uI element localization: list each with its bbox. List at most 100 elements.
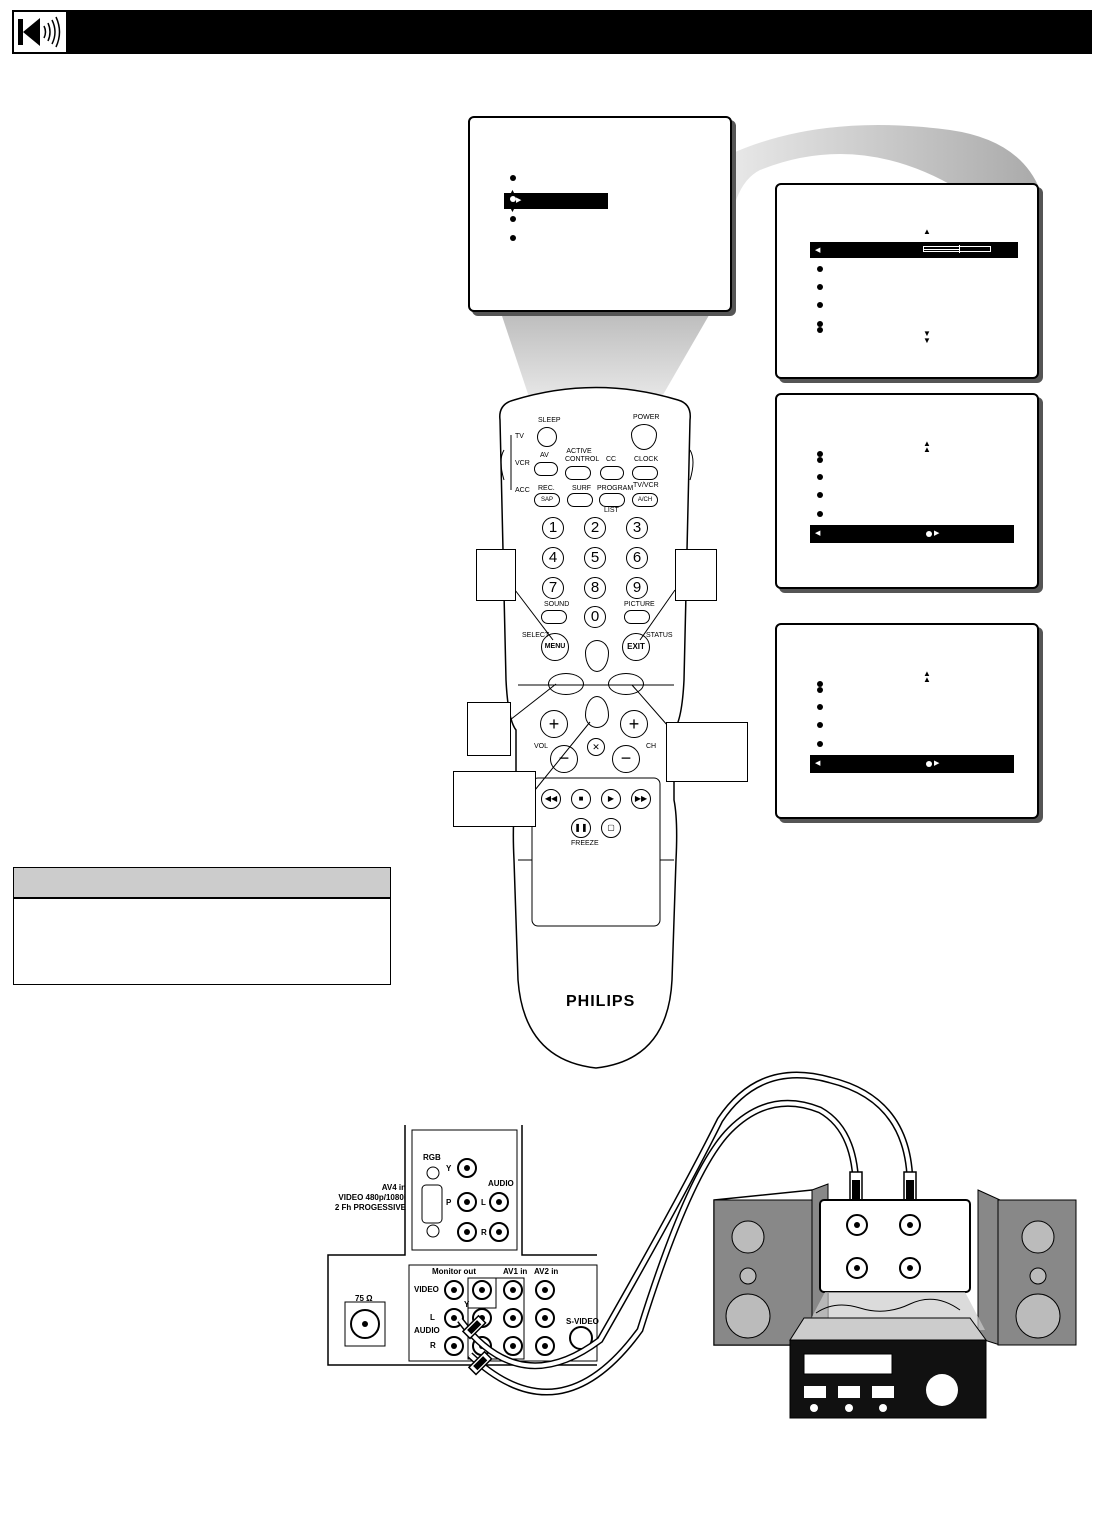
select-label: SELECT <box>522 632 550 639</box>
speaker-icon <box>12 10 68 54</box>
fast-forward-icon[interactable]: ▶▶ <box>631 789 651 809</box>
ach-button[interactable]: A/CH <box>632 493 658 507</box>
menu-bullet <box>926 531 932 537</box>
sound-menu-screen-3: ▲ ▲ ◀ ▶ <box>775 623 1039 819</box>
freeze-label: FREEZE <box>571 840 599 847</box>
surf-button[interactable] <box>567 493 593 507</box>
menu-bullet <box>510 216 516 222</box>
cc-label: CC <box>606 456 617 463</box>
av4-progressive-label: 2 Fh PROGESSIVE <box>334 1203 406 1212</box>
mode-label-tv: TV <box>515 433 524 440</box>
exit-button[interactable]: EXIT <box>622 633 650 661</box>
volume-up-button[interactable]: + <box>540 710 568 738</box>
av4-label: AV4 in <box>381 1183 406 1192</box>
picture-label: PICTURE <box>624 601 655 608</box>
stop-icon[interactable]: ■ <box>571 789 591 809</box>
callout-box-menu <box>476 549 516 601</box>
channel-up-button[interactable]: + <box>620 710 648 738</box>
picture-button[interactable] <box>624 610 650 624</box>
menu-bullet <box>510 235 516 241</box>
note-box-header <box>13 867 391 899</box>
av4-label-block: AV4 in VIDEO 480p/1080i 2 Fh PROGESSIVE <box>328 1183 406 1213</box>
clock-button[interactable] <box>632 466 658 480</box>
digit-9-button[interactable]: 9 <box>626 577 648 599</box>
callout-box-right <box>666 722 748 782</box>
cc-button[interactable] <box>600 466 624 480</box>
clock-label: CLOCK <box>634 456 659 463</box>
right-arrow-icon: ▶ <box>934 530 940 537</box>
menu-bullet <box>817 492 823 498</box>
audio-label: AUDIO <box>488 1179 514 1188</box>
menu-highlight-bar <box>810 755 1014 773</box>
sleep-button[interactable] <box>537 427 557 447</box>
menu-highlight-bar <box>810 525 1014 543</box>
menu-highlight-bar <box>504 193 608 209</box>
menu-bullet <box>817 266 823 272</box>
digit-2-button[interactable]: 2 <box>584 517 606 539</box>
mute-icon[interactable]: ✕ <box>587 738 605 756</box>
av1-label: AV1 in <box>503 1267 528 1276</box>
digit-4-button[interactable]: 4 <box>542 547 564 569</box>
rewind-icon[interactable]: ◀◀ <box>541 789 561 809</box>
y-label: Y <box>446 1164 452 1173</box>
right-arrow-icon: ▶ <box>516 197 522 204</box>
menu-bullet <box>817 722 823 728</box>
up-arrow-icon: ▲ <box>509 189 516 196</box>
sound-menu-screen-1: ▲ ◀ ▼ ▼ <box>775 183 1039 379</box>
cursor-left-button[interactable] <box>548 673 584 695</box>
volume-down-button[interactable]: − <box>550 745 578 773</box>
callout-box-left <box>467 702 511 756</box>
active-control-button[interactable] <box>565 466 591 480</box>
channel-down-button[interactable]: − <box>612 745 640 773</box>
down-arrow-icon: ▼ <box>923 329 931 338</box>
play-icon[interactable]: ▶ <box>601 789 621 809</box>
digit-8-button[interactable]: 8 <box>584 577 606 599</box>
menu-bullet <box>817 511 823 517</box>
digit-6-button[interactable]: 6 <box>626 547 648 569</box>
digit-1-button[interactable]: 1 <box>542 517 564 539</box>
left-arrow-icon: ◀ <box>815 247 821 254</box>
program-label: PROGRAM <box>597 485 634 492</box>
pause-icon[interactable]: ❚❚ <box>571 818 591 838</box>
sap-button[interactable]: SAP <box>534 493 560 507</box>
level-slider <box>923 245 991 253</box>
menu-bullet <box>817 704 823 710</box>
video-label: VIDEO <box>414 1285 439 1294</box>
sound-button[interactable] <box>541 610 567 624</box>
main-menu-screen: ▲ ▶ ▼ <box>468 116 732 312</box>
audio2-label: AUDIO <box>414 1326 440 1335</box>
program-list-button[interactable] <box>599 493 625 507</box>
digit-7-button[interactable]: 7 <box>542 577 564 599</box>
power-button[interactable] <box>631 424 657 450</box>
up-arrow-icon: ▲ <box>923 227 931 236</box>
monitor-out-label: Monitor out <box>432 1267 476 1276</box>
menu-bullet <box>510 196 516 202</box>
power-label: POWER <box>633 414 660 421</box>
cursor-right-button[interactable] <box>608 673 644 695</box>
up-arrow-icon: ▲ <box>923 675 931 684</box>
stereo-system <box>713 1183 1077 1419</box>
menu-bullet <box>817 321 823 327</box>
menu-bullet <box>817 687 823 693</box>
surf-label: SURF <box>572 485 592 492</box>
l-label: L <box>481 1198 486 1207</box>
list-label: LIST <box>604 507 619 514</box>
up-arrow-icon: ▲ <box>923 669 931 678</box>
up-arrow-icon: ▲ <box>923 445 931 454</box>
header-bar <box>12 10 1092 54</box>
av-button[interactable] <box>534 462 558 476</box>
digit-0-button[interactable]: 0 <box>584 606 606 628</box>
vol-label: VOL <box>534 743 549 750</box>
cursor-down-button[interactable] <box>585 696 609 728</box>
menu-bullet <box>817 681 823 687</box>
menu-button[interactable]: MENU <box>541 633 569 661</box>
digit-5-button[interactable]: 5 <box>584 547 606 569</box>
av4-video-label: VIDEO 480p/1080i <box>338 1193 406 1202</box>
down-arrow-icon: ▼ <box>509 207 516 214</box>
cursor-up-button[interactable] <box>585 640 609 672</box>
digit-3-button[interactable]: 3 <box>626 517 648 539</box>
tvvcr-label: TV/VCR <box>633 482 659 489</box>
pip-icon[interactable]: ▢ <box>601 818 621 838</box>
av2-label: AV2 in <box>534 1267 559 1276</box>
